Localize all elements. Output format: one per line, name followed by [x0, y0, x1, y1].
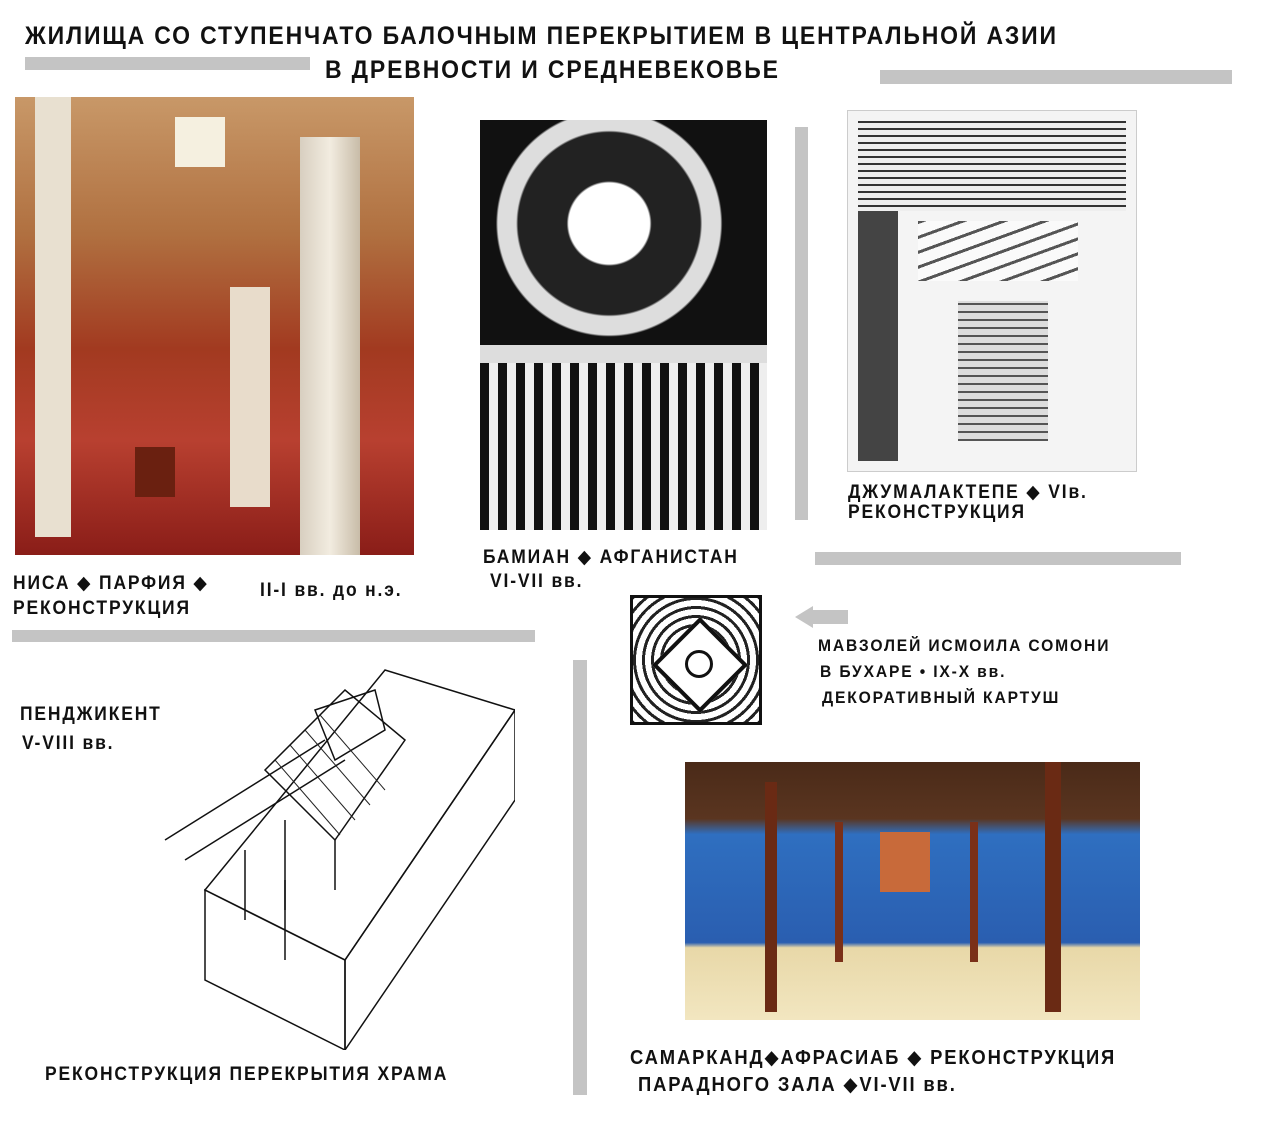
temple-roof-caption: РЕКОНСТРУКЦИЯ ПЕРЕКРЫТИЯ ХРАМА	[45, 1064, 449, 1085]
divider-bar	[880, 70, 1232, 84]
penjikent-caption: ПЕНДЖИКЕНТ	[20, 704, 162, 725]
title-line-1: ЖИЛИЩА СО СТУПЕНЧАТО БАЛОЧНЫМ ПЕРЕКРЫТИЕ…	[25, 22, 1058, 50]
divider-bar	[795, 127, 808, 520]
nisa-reconstruction-image	[15, 97, 414, 555]
mausoleum-caption-2: В БУХАРЕ • IX-X вв.	[820, 662, 1007, 681]
title-line-2: В ДРЕВНОСТИ И СРЕДНЕВЕКОВЬЕ	[325, 56, 780, 84]
divider-bar	[815, 552, 1181, 565]
djumalaktepe-image	[847, 110, 1137, 472]
penjikent-date: V-VIII вв.	[22, 733, 115, 754]
penjikent-temple-drawing	[164, 669, 515, 1050]
samarkand-caption: САМАРКАНД◆АФРАСИАБ ◆ РЕКОНСТРУКЦИЯ	[630, 1047, 1117, 1069]
arrow-shaft	[812, 610, 848, 624]
bamian-image	[480, 120, 767, 530]
bamian-date: VI-VII вв.	[490, 571, 584, 592]
arrow-left-icon	[795, 606, 813, 628]
mausoleum-caption-3: ДЕКОРАТИВНЫЙ КАРТУШ	[822, 688, 1061, 707]
djumalaktepe-caption: ДЖУМАЛАКТЕПЕ ◆ VIв.	[848, 482, 1088, 503]
mausoleum-caption: МАВЗОЛЕЙ ИСМОИЛА СОМОНИ	[818, 636, 1111, 655]
nisa-caption-2: РЕКОНСТРУКЦИЯ	[13, 598, 191, 619]
decorative-cartouche-image	[630, 595, 762, 725]
divider-bar	[12, 630, 535, 642]
samarkand-caption-2: ПАРАДНОГО ЗАЛА ◆VI-VII вв.	[638, 1074, 957, 1096]
nisa-caption: НИСА ◆ ПАРФИЯ ◆	[13, 573, 209, 594]
djumalaktepe-caption-2: РЕКОНСТРУКЦИЯ	[848, 502, 1026, 523]
divider-bar	[25, 57, 310, 70]
samarkand-hall-image	[685, 762, 1140, 1020]
divider-bar	[573, 660, 587, 1095]
nisa-date: II-I вв. до н.э.	[260, 580, 403, 601]
bamian-caption: БАМИАН ◆ АФГАНИСТАН	[483, 547, 739, 568]
